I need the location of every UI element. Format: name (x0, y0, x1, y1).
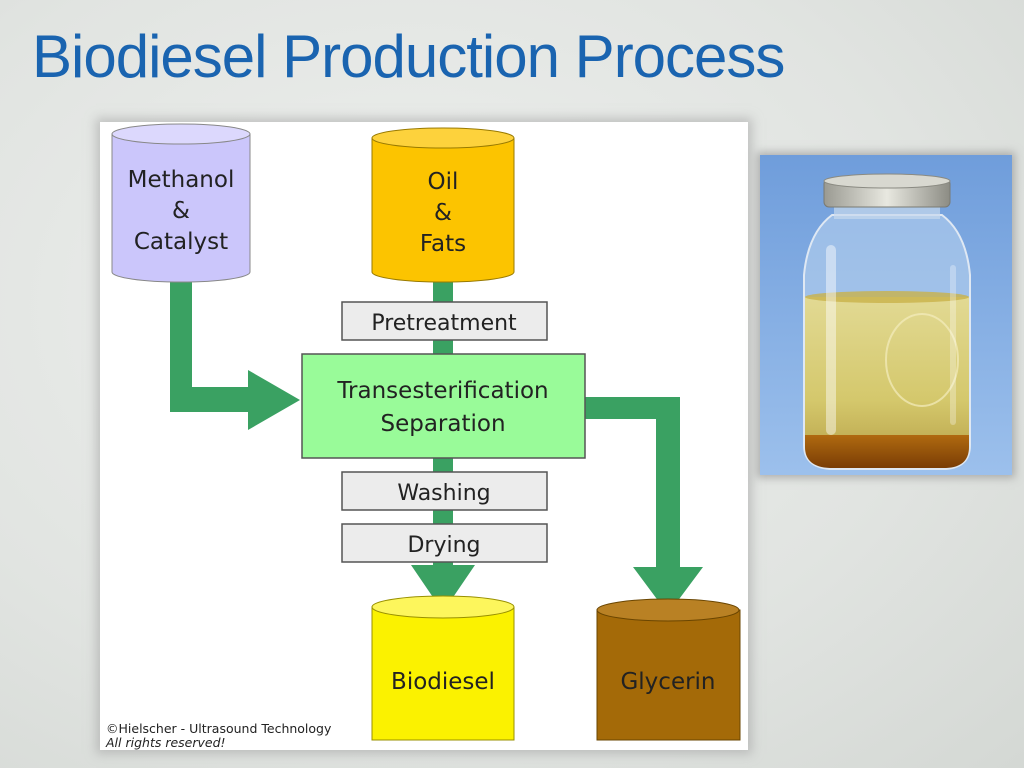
process-diagram: Methanol & Catalyst Oil & Fats Pretreatm… (100, 122, 748, 750)
transesterification-label: Transesterification (336, 378, 548, 404)
biodiesel-tank: Biodiesel (371, 595, 515, 741)
oil-amp: & (434, 200, 452, 226)
glycerin-label: Glycerin (620, 669, 715, 695)
drying-label: Drying (407, 533, 480, 558)
fats-label: Fats (420, 231, 466, 257)
oil-label: Oil (428, 169, 459, 195)
methanol-amp: & (172, 198, 190, 224)
slide-title: Biodiesel Production Process (32, 23, 785, 90)
washing-step: Washing (341, 471, 548, 511)
methanol-label: Methanol (128, 167, 235, 193)
glycerin-tank: Glycerin (596, 598, 741, 741)
copyright-line-1: ©Hielscher - Ultrasound Technology (106, 721, 332, 736)
transesterification-step: Transesterification Separation (301, 353, 586, 459)
jar-lid-top (823, 173, 951, 189)
methanol-catalyst-tank: Methanol & Catalyst (111, 123, 251, 283)
glass-highlight-2 (950, 265, 956, 425)
jar-emblem (885, 313, 959, 407)
drying-step: Drying (341, 523, 548, 563)
pretreatment-label: Pretreatment (371, 311, 517, 336)
pretreatment-step: Pretreatment (341, 301, 548, 341)
jar-illustration (760, 155, 1012, 475)
washing-label: Washing (397, 481, 490, 506)
copyright-line-2: All rights reserved! (105, 735, 226, 750)
catalyst-label: Catalyst (134, 229, 228, 255)
arrow-methanol-to-reactor (170, 282, 300, 430)
separation-label: Separation (380, 411, 505, 437)
glass-highlight (826, 245, 836, 435)
process-diagram-svg: Methanol & Catalyst Oil & Fats Pretreatm… (105, 123, 741, 750)
liquid-surface (805, 291, 969, 303)
biodiesel-label: Biodiesel (391, 669, 495, 695)
biodiesel-jar-photo (760, 155, 1012, 475)
glycerin-layer (805, 435, 969, 468)
arrow-reactor-to-glycerin (585, 397, 703, 614)
oil-fats-tank: Oil & Fats (371, 127, 515, 283)
